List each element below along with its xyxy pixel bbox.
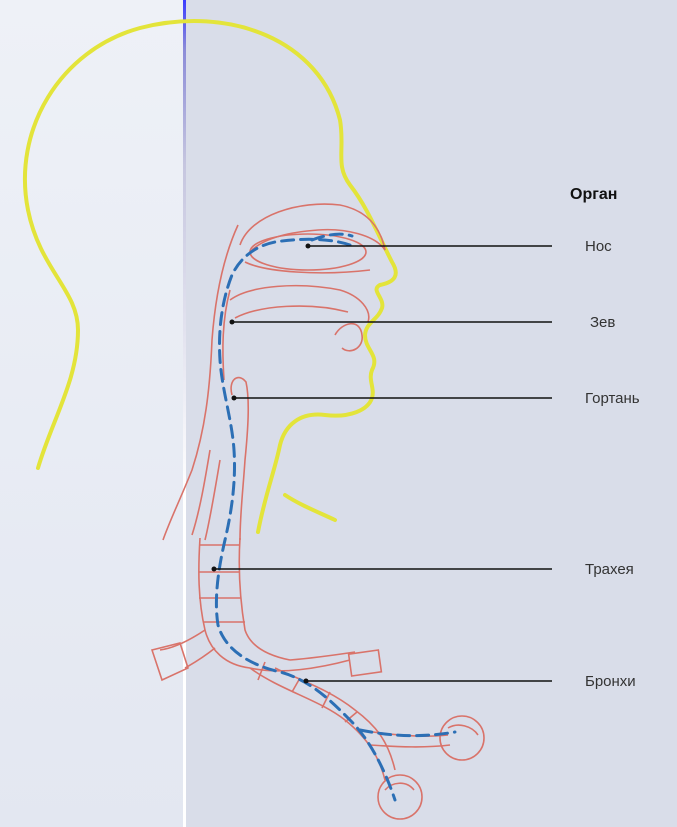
- label-nose: Нос: [585, 238, 612, 255]
- label-pharynx: Зев: [590, 314, 615, 331]
- neck-front-icon: [285, 495, 335, 520]
- air-flow-icon: [216, 234, 455, 800]
- label-bronchi: Бронхи: [585, 673, 636, 690]
- legend-heading: Орган: [570, 186, 617, 204]
- label-larynx: Гортань: [585, 390, 640, 407]
- head-outline-icon: [25, 21, 396, 468]
- leader-lines: [214, 246, 552, 681]
- label-trachea: Трахея: [585, 561, 634, 578]
